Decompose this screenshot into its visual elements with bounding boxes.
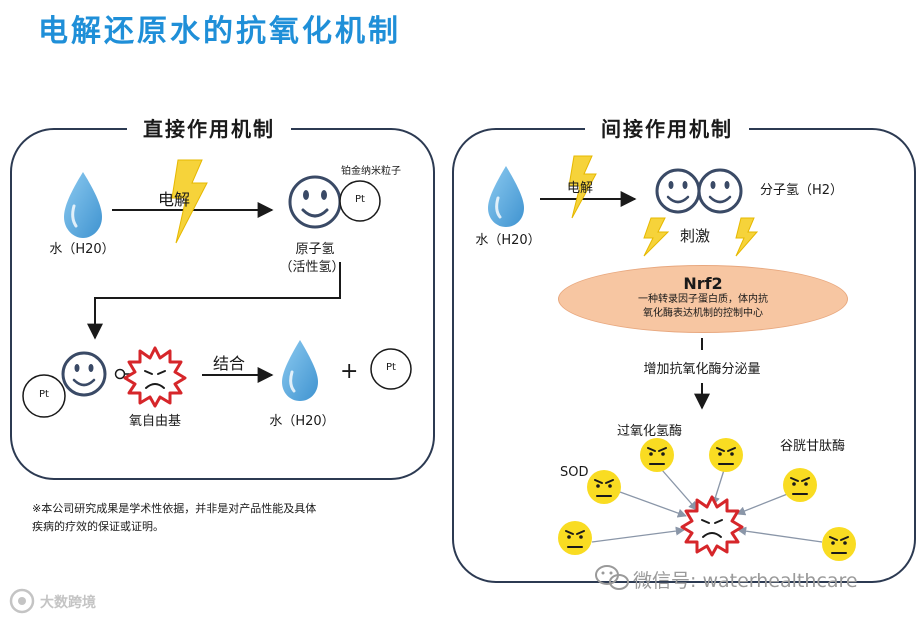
lightning-icon (171, 159, 208, 244)
platinum-particle-icon (22, 374, 66, 418)
water-label: 水（H20） (269, 414, 335, 429)
right-panel-title: 间接作用机制 (585, 113, 749, 142)
combine-label: 结合 (213, 354, 246, 373)
angry-face-icon (709, 438, 743, 472)
molecular-hydrogen-label: 分子氢（H2） (760, 183, 844, 198)
wechat-icon (595, 565, 629, 590)
left-panel-title: 直接作用机制 (127, 113, 291, 142)
sod-label: SOD (560, 465, 589, 480)
smiley-face-icon (655, 168, 701, 214)
angry-face-icon (558, 521, 592, 555)
angry-face-icon (822, 527, 856, 561)
watermark-text: 大数跨境 (40, 595, 96, 611)
atomic-hydrogen-label: 原子氢 (295, 242, 335, 257)
electrolysis-label: 电解 (158, 190, 191, 209)
smiley-face-icon (288, 175, 342, 229)
lightning-icon (735, 217, 759, 257)
free-radical-icon (680, 495, 744, 557)
increase-enzyme-label: 增加抗氧化酶分泌量 (643, 362, 761, 377)
active-hydrogen-label: （活性氢） (279, 260, 345, 275)
glutathione-label: 谷胱甘肽酶 (780, 439, 846, 454)
pt-label: Pt (386, 362, 396, 373)
smiley-face-icon (697, 168, 743, 214)
lightning-icon (568, 155, 597, 219)
free-radical-icon (123, 346, 187, 408)
platinum-particle-icon (339, 180, 381, 222)
water-drop-icon (282, 340, 318, 401)
smiley-face-icon (61, 351, 107, 397)
nrf2-description-line-1: 一种转录因子蛋白质，体内抗 (638, 294, 768, 305)
water-drop-icon (488, 166, 524, 227)
angry-face-icon (587, 470, 621, 504)
nrf2-name: Nrf2 (683, 274, 723, 293)
electrolysis-label: 电解 (567, 181, 594, 196)
water-label: 水（H20） (475, 233, 541, 248)
watermark-logo-icon (9, 588, 35, 614)
footnote-line-1: ※本公司研究成果是学术性依据，并非是对产品性能及具体 (32, 502, 317, 515)
catalase-label: 过氧化氢酶 (617, 424, 683, 439)
nrf2-description-line-2: 氧化酶表达机制的控制中心 (643, 308, 763, 319)
platinum-nano-label: 铂金纳米粒子 (341, 166, 401, 177)
lightning-icon (643, 217, 670, 257)
free-radical-label: 氧自由基 (128, 414, 181, 429)
footnote-line-2: 疾病的疗效的保证或证明。 (32, 520, 164, 533)
water-label: 水（H20） (49, 242, 115, 257)
page-title: 电解还原水的抗氧化机制 (38, 14, 401, 49)
water-drop-icon (64, 172, 102, 238)
angry-face-icon (783, 468, 817, 502)
platinum-particle-icon (370, 348, 412, 390)
footnote: ※本公司研究成果是学术性依据，并非是对产品性能及具体 疾病的疗效的保证或证明。 (32, 500, 432, 536)
wechat-id: 微信号: waterhealthcare (633, 570, 858, 592)
plus-sign: + (340, 359, 359, 384)
nrf2-node: Nrf2 一种转录因子蛋白质，体内抗 氧化酶表达机制的控制中心 (558, 265, 848, 333)
stimulate-label: 刺激 (680, 227, 711, 245)
angry-face-icon (640, 438, 674, 472)
pt-label: Pt (39, 389, 49, 400)
pt-label: Pt (355, 194, 365, 205)
